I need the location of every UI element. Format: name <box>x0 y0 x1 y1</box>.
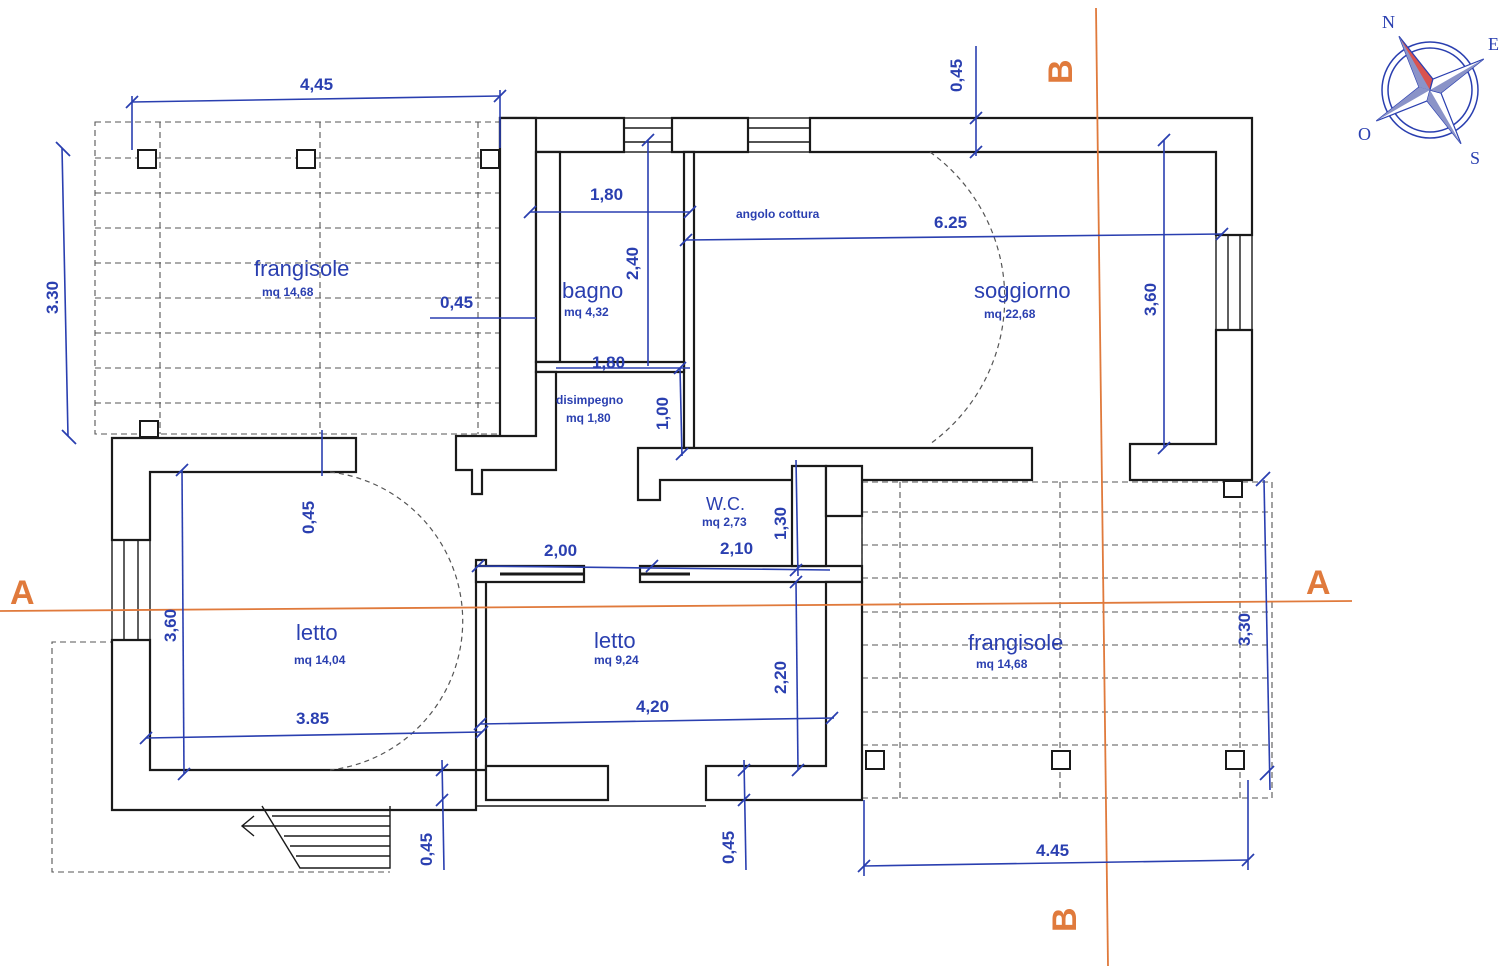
section-a-left: A <box>10 574 35 612</box>
room-letto-mid: letto <box>594 628 636 653</box>
room-soggiorno: soggiorno <box>974 278 1071 303</box>
room-disimpegno: disimpegno <box>556 393 623 407</box>
dim-bottom-wall-right: 0,45 <box>719 831 738 864</box>
dim-bagno-width: 1,80 <box>590 185 623 204</box>
room-bagno: bagno <box>562 278 623 303</box>
dimension-labels: 4,45 3.30 0,45 1,80 2,40 1,80 1,00 0,45 … <box>43 59 1254 866</box>
frangisole-top-pergola <box>94 121 501 438</box>
dimension-lines <box>55 46 1275 876</box>
dim-letto-left-width: 3.85 <box>296 709 329 728</box>
pergola-post <box>137 149 157 169</box>
dim-soggiorno-width: 6.25 <box>934 213 967 232</box>
door-arc-living <box>929 151 1006 445</box>
stairs <box>240 805 391 869</box>
room-letto-left: letto <box>296 620 338 645</box>
dim-letto-mid-width: 4,20 <box>636 697 669 716</box>
dim-bottom-wall-left: 0,45 <box>417 833 436 866</box>
dim-top-wall: 0,45 <box>947 59 966 92</box>
room-labels: frangisole mq 14,68 bagno mq 4,32 disimp… <box>254 207 1071 671</box>
compass-north-label: N <box>1382 12 1395 32</box>
door-arc-bedroom <box>329 471 464 771</box>
room-frangisole-top: frangisole <box>254 256 349 281</box>
dim-letto-left-height: 3,60 <box>161 609 180 642</box>
section-a-right: A <box>1306 564 1331 602</box>
room-wc: W.C. <box>706 494 745 514</box>
section-b-top: B <box>1042 59 1080 84</box>
terrace-outline <box>51 641 390 873</box>
room-bagno-area: mq 4,32 <box>564 305 609 319</box>
pergola-post <box>1223 480 1243 498</box>
room-wc-area: mq 2,73 <box>702 515 747 529</box>
dim-letto-mid-height: 2,20 <box>771 661 790 694</box>
pergola-post <box>865 750 885 770</box>
section-line-a <box>0 600 1353 612</box>
room-soggiorno-area: mq 22,68 <box>984 307 1036 321</box>
dim-frangisole-bottom-width: 4.45 <box>1036 841 1069 860</box>
dim-letto-left-wall: 0,45 <box>299 501 318 534</box>
compass-south-label: S <box>1470 148 1480 168</box>
room-frangisole-bottom-area: mq 14,68 <box>976 657 1028 671</box>
pergola-post <box>139 420 159 438</box>
dim-soggiorno-height: 3,60 <box>1141 283 1160 316</box>
pergola-post <box>480 149 500 169</box>
section-lines: A A B B <box>0 7 1353 966</box>
room-letto-mid-area: mq 9,24 <box>594 653 639 667</box>
dim-disimpegno-height: 1,00 <box>653 397 672 430</box>
dim-bagno-height: 2,40 <box>623 247 642 280</box>
frangisole-bottom-pergola <box>861 480 1273 799</box>
compass-rose: N E S O <box>1358 12 1499 168</box>
room-disimpegno-area: mq 1,80 <box>566 411 611 425</box>
room-letto-left-area: mq 14,04 <box>294 653 346 667</box>
room-frangisole-top-area: mq 14,68 <box>262 285 314 299</box>
pergola-post <box>1051 750 1071 770</box>
pergola-post <box>1225 750 1245 770</box>
dim-corridor-right: 2,10 <box>720 539 753 558</box>
dim-frangisole-bottom-height: 3,30 <box>1235 613 1254 646</box>
room-frangisole-bottom: frangisole <box>968 630 1063 655</box>
dim-corridor-left: 2,00 <box>544 541 577 560</box>
dim-top-width: 4,45 <box>300 75 333 94</box>
walls <box>110 116 1254 812</box>
dim-wc-height: 1,30 <box>771 507 790 540</box>
compass-east-label: E <box>1488 34 1499 54</box>
section-line-b <box>1095 7 1109 966</box>
compass-west-label: O <box>1358 124 1371 144</box>
room-angolo-cottura: angolo cottura <box>736 207 820 221</box>
dim-top-height: 3.30 <box>43 281 62 314</box>
dim-bagno-width-bottom: 1,80 <box>592 353 625 372</box>
dim-frangisole-wall: 0,45 <box>440 293 473 312</box>
section-b-bottom: B <box>1046 907 1084 932</box>
pergola-post <box>296 149 316 169</box>
